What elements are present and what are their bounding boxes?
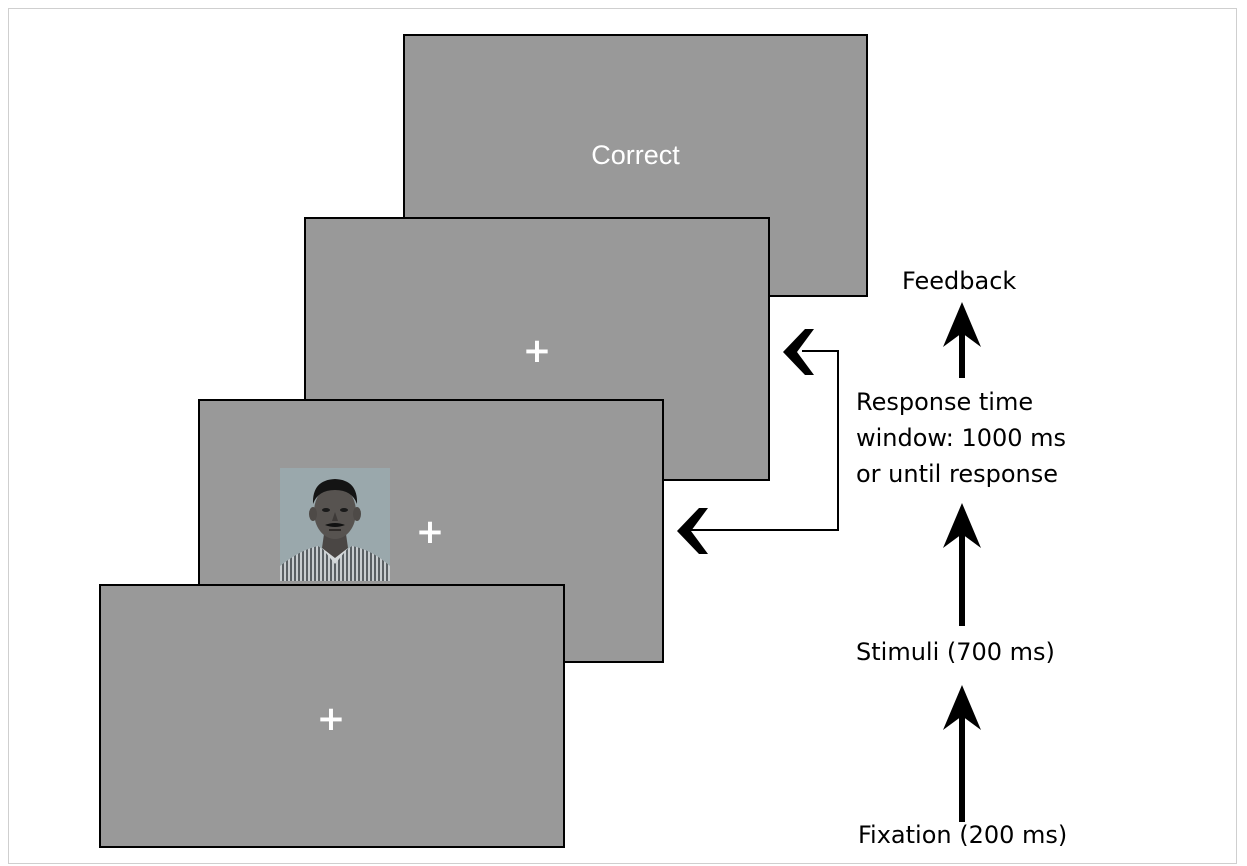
face-image — [280, 468, 390, 581]
chevron-left-icon — [783, 329, 814, 375]
arrow-up-icon — [943, 302, 981, 378]
feedback-text: Correct — [591, 140, 680, 170]
feedback-label: Feedback — [902, 267, 1017, 295]
fixation-screen: + — [99, 584, 565, 848]
fixation-label: Fixation (200 ms) — [858, 821, 1068, 849]
arrow-up-icon — [943, 685, 981, 822]
stimuli-label: Stimuli (700 ms) — [856, 638, 1055, 666]
arrow-up-icon — [943, 503, 981, 626]
figure-border — [8, 8, 1237, 864]
fixation-cross: + — [316, 699, 346, 739]
chevron-left-icon — [677, 508, 708, 554]
fixation-cross: + — [415, 512, 445, 552]
response-bracket-line — [684, 350, 839, 531]
fixation-cross: + — [522, 331, 552, 371]
response-window-label: Response time window: 1000 ms or until r… — [856, 388, 1067, 488]
face-photo — [280, 468, 390, 581]
